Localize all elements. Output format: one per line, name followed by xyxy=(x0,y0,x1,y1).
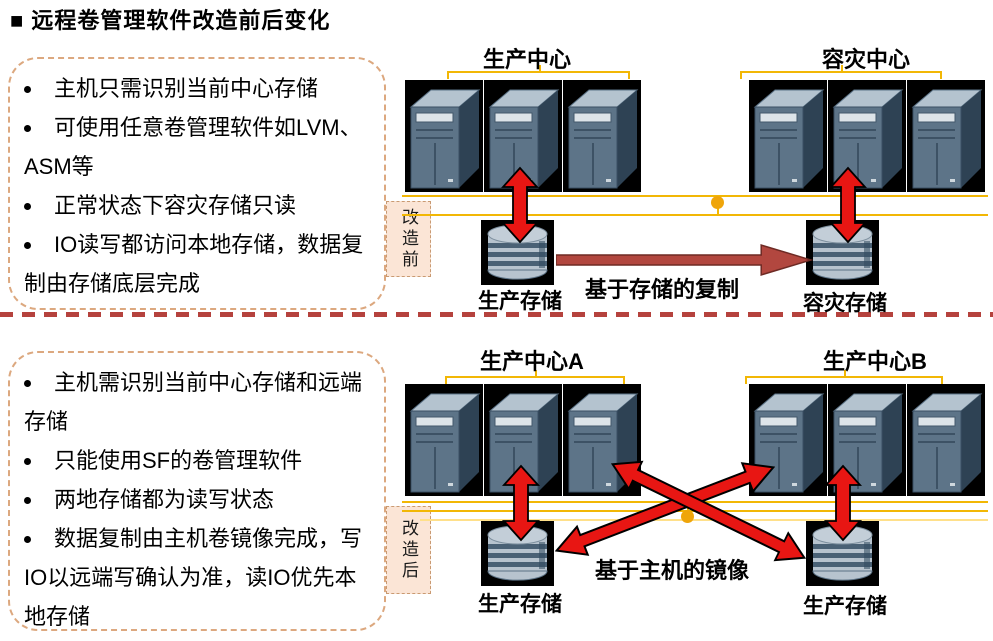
server-icon xyxy=(405,384,483,496)
bus-line xyxy=(402,195,988,197)
list-item: 数据复制由主机卷镜像完成，写IO以远端写确认为准，读IO优先本地存储 xyxy=(24,519,376,636)
group-bracket xyxy=(445,370,625,384)
io-arrow xyxy=(823,464,863,542)
tag-before: 改造前 xyxy=(386,201,431,277)
list-item: 只能使用SF的卷管理软件 xyxy=(24,441,376,480)
label-production-center-b: 生产中心B xyxy=(823,349,927,374)
server-icon xyxy=(907,80,985,192)
group-bracket xyxy=(740,65,942,79)
notes-before-box: 主机只需识别当前中心存储 可使用任意卷管理软件如LVM、ASM等 正常状态下容灾… xyxy=(8,57,386,310)
list-item: 正常状态下容灾存储只读 xyxy=(24,186,376,225)
label-production-center-a: 生产中心A xyxy=(480,349,584,374)
group-bracket xyxy=(447,65,630,79)
storage-label: 生产存储 xyxy=(803,595,887,618)
server-icon xyxy=(749,80,827,192)
notes-after-list: 主机需识别当前中心存储和远端存储 只能使用SF的卷管理软件 两地存储都为读写状态… xyxy=(10,353,384,636)
storage-label: 容灾存储 xyxy=(803,292,887,315)
bus-line xyxy=(420,519,988,521)
separator-line xyxy=(0,312,993,317)
slide-title: ■ 远程卷管理软件改造前后变化 xyxy=(10,8,331,33)
list-item: IO读写都访问本地存储，数据复制由存储底层完成 xyxy=(24,225,376,303)
list-item: 两地存储都为读写状态 xyxy=(24,480,376,519)
notes-before-list: 主机只需识别当前中心存储 可使用任意卷管理软件如LVM、ASM等 正常状态下容灾… xyxy=(10,59,384,303)
bus-line xyxy=(402,214,988,216)
io-arrow xyxy=(501,464,541,542)
server-icon xyxy=(907,384,985,496)
storage-label: 生产存储 xyxy=(478,290,562,313)
junction-dot xyxy=(681,510,694,523)
io-arrow xyxy=(828,166,868,244)
group-bracket xyxy=(745,370,943,384)
list-item: 主机需识别当前中心存储和远端存储 xyxy=(24,363,376,441)
server-icon xyxy=(563,80,641,192)
label-dr-center: 容灾中心 xyxy=(821,47,911,72)
flow-label: 基于存储的复制 xyxy=(584,277,740,302)
io-arrow xyxy=(500,166,540,244)
junction-dot xyxy=(711,196,724,209)
notes-after-box: 主机需识别当前中心存储和远端存储 只能使用SF的卷管理软件 两地存储都为读写状态… xyxy=(8,351,386,631)
label-production-center: 生产中心 xyxy=(482,47,572,72)
flow-label: 基于主机的镜像 xyxy=(594,558,750,583)
storage-label: 生产存储 xyxy=(478,593,562,616)
server-icon xyxy=(405,80,483,192)
list-item: 可使用任意卷管理软件如LVM、ASM等 xyxy=(24,108,376,186)
list-item: 主机只需识别当前中心存储 xyxy=(24,69,376,108)
